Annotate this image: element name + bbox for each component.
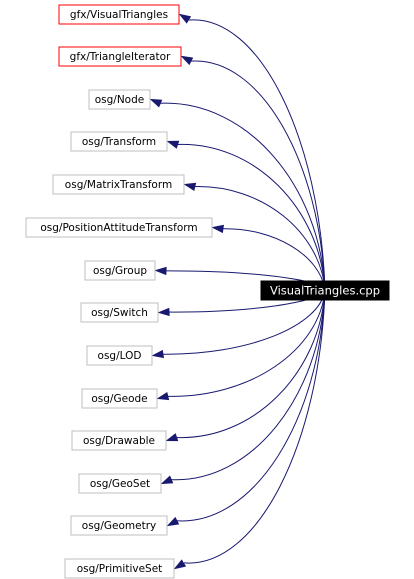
- arrowhead-icon: [149, 98, 163, 108]
- include-node-box: [80, 302, 159, 323]
- include-node-label: osg/Node: [95, 94, 145, 106]
- include-node-box: [70, 515, 168, 536]
- arrowhead-icon: [180, 55, 194, 66]
- root-node[interactable]: VisualTriangles.cpp: [260, 280, 390, 301]
- include-edge: [190, 60, 326, 291]
- include-node-box: [25, 217, 213, 238]
- include-node-label: osg/Geometry: [82, 520, 156, 532]
- include-node-box: [64, 558, 175, 579]
- include-node-label: gfx/TriangleIterator: [70, 51, 171, 63]
- include-node-box: [52, 174, 185, 195]
- arrowhead-icon: [166, 516, 180, 527]
- arrowhead-icon: [183, 182, 197, 191]
- include-node-box: [58, 46, 182, 67]
- include-node-box: [81, 388, 158, 409]
- include-node-osg-primitiveset[interactable]: osg/PrimitiveSet: [64, 558, 175, 579]
- include-node-label: osg/GeoSet: [90, 478, 150, 490]
- include-node-osg-matrixtransform[interactable]: osg/MatrixTransform: [52, 174, 185, 195]
- include-node-label: osg/PositionAttitudeTransform: [40, 222, 197, 234]
- include-node-box: [78, 473, 162, 494]
- include-node-box: [58, 4, 180, 25]
- include-edge: [170, 289, 326, 481]
- include-node-osg-geometry[interactable]: osg/Geometry: [70, 515, 168, 536]
- include-node-osg-geoset[interactable]: osg/GeoSet: [78, 473, 162, 494]
- include-node-osg-drawable[interactable]: osg/Drawable: [71, 430, 167, 451]
- arrowhead-icon: [178, 13, 192, 24]
- include-edge: [176, 143, 326, 291]
- include-edge: [159, 102, 326, 291]
- arrowhead-icon: [160, 475, 174, 485]
- nodes-layer: VisualTriangles.cpp gfx/VisualTriangles g…: [25, 4, 390, 579]
- arrowhead-icon: [156, 391, 170, 401]
- root-node-label: VisualTriangles.cpp: [270, 284, 380, 298]
- include-node-osg-geode[interactable]: osg/Geode: [81, 388, 158, 409]
- include-edge: [183, 289, 326, 564]
- include-node-label: osg/LOD: [98, 350, 142, 362]
- include-node-label: osg/PrimitiveSet: [77, 563, 163, 575]
- include-edge: [161, 289, 326, 355]
- include-node-osg-node[interactable]: osg/Node: [88, 89, 151, 110]
- arrowhead-icon: [165, 433, 179, 442]
- arrowhead-icon: [151, 349, 164, 359]
- arrowhead-icon: [157, 307, 170, 317]
- arrowhead-icon: [211, 224, 224, 234]
- include-node-label: osg/Geode: [91, 393, 147, 405]
- include-node-gfx-visualtriangles[interactable]: gfx/VisualTriangles: [58, 4, 180, 25]
- include-node-osg-switch[interactable]: osg/Switch: [80, 302, 159, 323]
- include-node-label: osg/Transform: [82, 136, 156, 148]
- include-node-box: [86, 345, 153, 366]
- include-node-osg-group[interactable]: osg/Group: [84, 260, 156, 281]
- edges-layer: [149, 13, 326, 570]
- include-node-box: [71, 430, 167, 451]
- include-node-osg-positionattitudetransform[interactable]: osg/PositionAttitudeTransform: [25, 217, 213, 238]
- include-node-box: [84, 260, 156, 281]
- include-node-box: [88, 89, 151, 110]
- root-node-box: [260, 280, 390, 301]
- include-edge: [188, 19, 326, 291]
- include-edge: [176, 289, 326, 522]
- include-node-box: [70, 131, 168, 152]
- arrowhead-icon: [166, 140, 180, 149]
- include-node-gfx-triangleiterator[interactable]: gfx/TriangleIterator: [58, 46, 182, 67]
- include-edge: [166, 289, 326, 397]
- include-node-label: gfx/VisualTriangles: [70, 9, 168, 21]
- include-edge: [221, 228, 326, 291]
- arrowhead-icon: [154, 266, 167, 276]
- include-node-label: osg/Drawable: [83, 435, 155, 447]
- include-node-label: osg/Group: [93, 265, 147, 277]
- include-node-osg-lod[interactable]: osg/LOD: [86, 345, 153, 366]
- include-edge: [175, 289, 326, 438]
- include-edge: [193, 186, 326, 291]
- include-node-label: osg/MatrixTransform: [65, 179, 172, 191]
- arrowhead-icon: [173, 559, 187, 570]
- include-node-osg-transform[interactable]: osg/Transform: [70, 131, 168, 152]
- include-node-label: osg/Switch: [91, 307, 148, 319]
